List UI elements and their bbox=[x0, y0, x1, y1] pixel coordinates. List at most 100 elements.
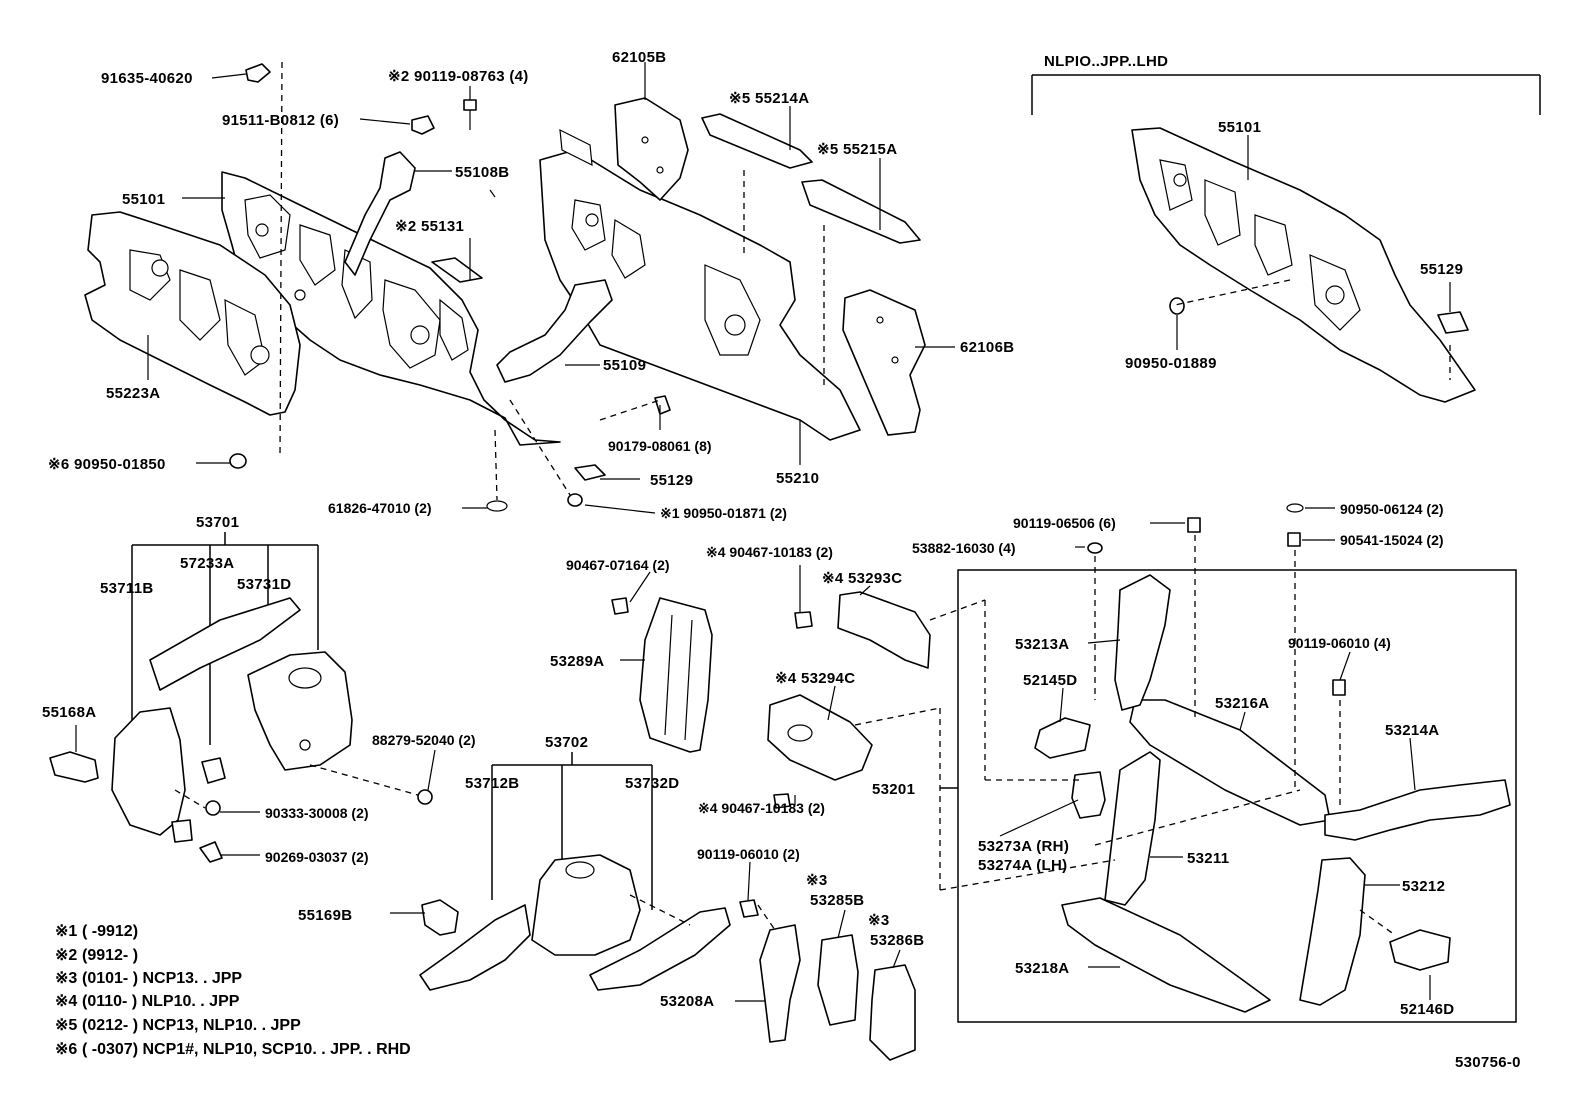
label-55108B: 55108B bbox=[455, 164, 509, 181]
label-62106B: 62106B bbox=[960, 339, 1014, 356]
label-52145D: 52145D bbox=[1023, 672, 1077, 689]
label-53274A: 53274A (LH) bbox=[978, 857, 1067, 874]
label-53732D: 53732D bbox=[625, 775, 679, 792]
brace-53212 bbox=[1299, 857, 1366, 1006]
nut-88279-icon bbox=[417, 789, 433, 805]
label-90950-01871: ※1 90950-01871 (2) bbox=[660, 505, 787, 521]
label-53731D: 53731D bbox=[237, 576, 291, 593]
note-3-mark: ※3 bbox=[55, 970, 77, 987]
label-53212: 53212 bbox=[1402, 878, 1445, 895]
bracket-55109 bbox=[496, 279, 613, 383]
bracket-57233A bbox=[201, 757, 226, 784]
label-55101-left: 55101 bbox=[122, 191, 165, 208]
label-note3-b: ※3 bbox=[868, 912, 890, 929]
bracket-small-icon bbox=[171, 819, 193, 843]
apron-53732D bbox=[589, 907, 731, 991]
label-55131: ※2 55131 bbox=[395, 218, 464, 235]
note-1-mark: ※1 bbox=[55, 923, 77, 940]
note-6-text: ( -0307) NCP1#, NLP10, SCP10. . JPP. . R… bbox=[82, 1041, 411, 1058]
label-53701: 53701 bbox=[196, 514, 239, 531]
plug-55129-right-icon bbox=[1437, 311, 1469, 334]
label-55109: 55109 bbox=[603, 357, 646, 374]
plug-90950-06124-icon bbox=[1286, 503, 1304, 513]
label-90119-06010-right: 90119-06010 (4) bbox=[1288, 635, 1391, 651]
cover-53285B bbox=[817, 934, 859, 1026]
label-53712B: 53712B bbox=[465, 775, 519, 792]
labels: 91635-40620 ※2 90119-08763 (4) 62105B ※5… bbox=[42, 49, 1520, 1071]
plug-61826-icon bbox=[486, 500, 508, 512]
label-90119-06010-mid: 90119-06010 (2) bbox=[697, 846, 800, 862]
bolt-90119-06506-icon bbox=[1187, 517, 1201, 533]
label-91511-B0812: 91511-B0812 (6) bbox=[222, 112, 339, 129]
bracket-62106B bbox=[842, 289, 926, 436]
apron-53712B bbox=[419, 904, 531, 991]
label-90950-01850: ※6 90950-01850 bbox=[48, 456, 166, 473]
note-6-mark: ※6 bbox=[55, 1041, 77, 1058]
label-53211: 53211 bbox=[1187, 850, 1229, 867]
part-55214A bbox=[701, 113, 813, 169]
label-90467-10183-bot: ※4 90467-10183 (2) bbox=[698, 800, 825, 816]
label-88279-52040: 88279-52040 (2) bbox=[372, 732, 476, 748]
label-57233A: 57233A bbox=[180, 555, 234, 572]
note-3-text: (0101- ) NCP13. . JPP bbox=[82, 970, 242, 987]
label-55169B: 55169B bbox=[298, 907, 352, 924]
label-53294C: ※4 53294C bbox=[775, 670, 855, 687]
dash-panel-55101-left bbox=[221, 171, 561, 446]
label-55223A: 55223A bbox=[106, 385, 160, 402]
note-5-text: (0212- ) NCP13, NLP10. . JPP bbox=[82, 1017, 301, 1034]
dash-cowl-55210 bbox=[539, 128, 861, 441]
bolt-90119-06010-right-icon bbox=[1332, 679, 1346, 696]
label-55129-left: 55129 bbox=[650, 472, 693, 489]
note-5-mark: ※5 bbox=[55, 1017, 77, 1034]
label-53201: 53201 bbox=[872, 781, 915, 798]
label-90950-06124: 90950-06124 (2) bbox=[1340, 501, 1444, 517]
grommet-90950-01871-icon bbox=[567, 493, 583, 507]
bracket-53289A bbox=[639, 597, 713, 753]
nut-90541-icon bbox=[1287, 532, 1301, 547]
note-2-text: (9912- ) bbox=[82, 947, 138, 964]
label-53882-16030: 53882-16030 (4) bbox=[912, 540, 1016, 556]
cover-53286B bbox=[869, 964, 916, 1061]
label-53286B: 53286B bbox=[870, 932, 924, 949]
label-90541-15024: 90541-15024 (2) bbox=[1340, 532, 1444, 548]
note-4-text: (0110- ) NLP10. . JPP bbox=[82, 993, 240, 1010]
label-53214A: 53214A bbox=[1385, 722, 1439, 739]
label-90467-10183-top: ※4 90467-10183 (2) bbox=[706, 544, 833, 560]
label-62105B: 62105B bbox=[612, 49, 666, 66]
label-53218A: 53218A bbox=[1015, 960, 1069, 977]
label-53702: 53702 bbox=[545, 734, 588, 751]
label-90333-30008: 90333-30008 (2) bbox=[265, 805, 369, 821]
bracket-53293C bbox=[837, 591, 931, 669]
bracket-53711B bbox=[111, 707, 186, 836]
label-55210: 55210 bbox=[776, 470, 819, 487]
footnotes: ※1 ( -9912) ※2 (9912- ) ※3 (0101- ) NCP1… bbox=[55, 923, 411, 1058]
note-4-mark: ※4 bbox=[55, 993, 77, 1010]
bracket-62105B bbox=[614, 97, 689, 201]
variant-header: NLPIO..JPP..LHD bbox=[1044, 53, 1168, 70]
bolt-90119-08763-icon bbox=[463, 99, 477, 130]
bracket-52145D bbox=[1034, 717, 1091, 759]
label-55168A: 55168A bbox=[42, 704, 96, 721]
plug-55129-left-icon bbox=[574, 464, 606, 481]
note-2-mark: ※2 bbox=[55, 947, 77, 964]
label-53293C: ※4 53293C bbox=[822, 570, 902, 587]
label-52146D: 52146D bbox=[1400, 1001, 1454, 1018]
bracket-55108B bbox=[344, 151, 416, 276]
label-55214A: ※5 55214A bbox=[729, 90, 809, 107]
nut-53882-icon bbox=[1087, 542, 1103, 554]
bolt-91635-icon bbox=[245, 63, 271, 83]
note-1-text: ( -9912) bbox=[82, 923, 138, 940]
bracket-55169B bbox=[421, 899, 459, 936]
label-90269-03037: 90269-03037 (2) bbox=[265, 849, 369, 865]
bolt-90467-10183-top-icon bbox=[794, 611, 813, 629]
part-55215A bbox=[801, 179, 921, 244]
label-53711B: 53711B bbox=[100, 580, 154, 597]
bolt-90119-06010-mid-icon bbox=[739, 899, 759, 918]
label-53216A: 53216A bbox=[1215, 695, 1269, 712]
clip-90179-08061-icon bbox=[654, 395, 671, 415]
label-90179-08061: 90179-08061 (8) bbox=[608, 438, 712, 454]
label-53213A: 53213A bbox=[1015, 636, 1069, 653]
label-53289A: 53289A bbox=[550, 653, 604, 670]
bracket-53294C bbox=[767, 694, 873, 781]
